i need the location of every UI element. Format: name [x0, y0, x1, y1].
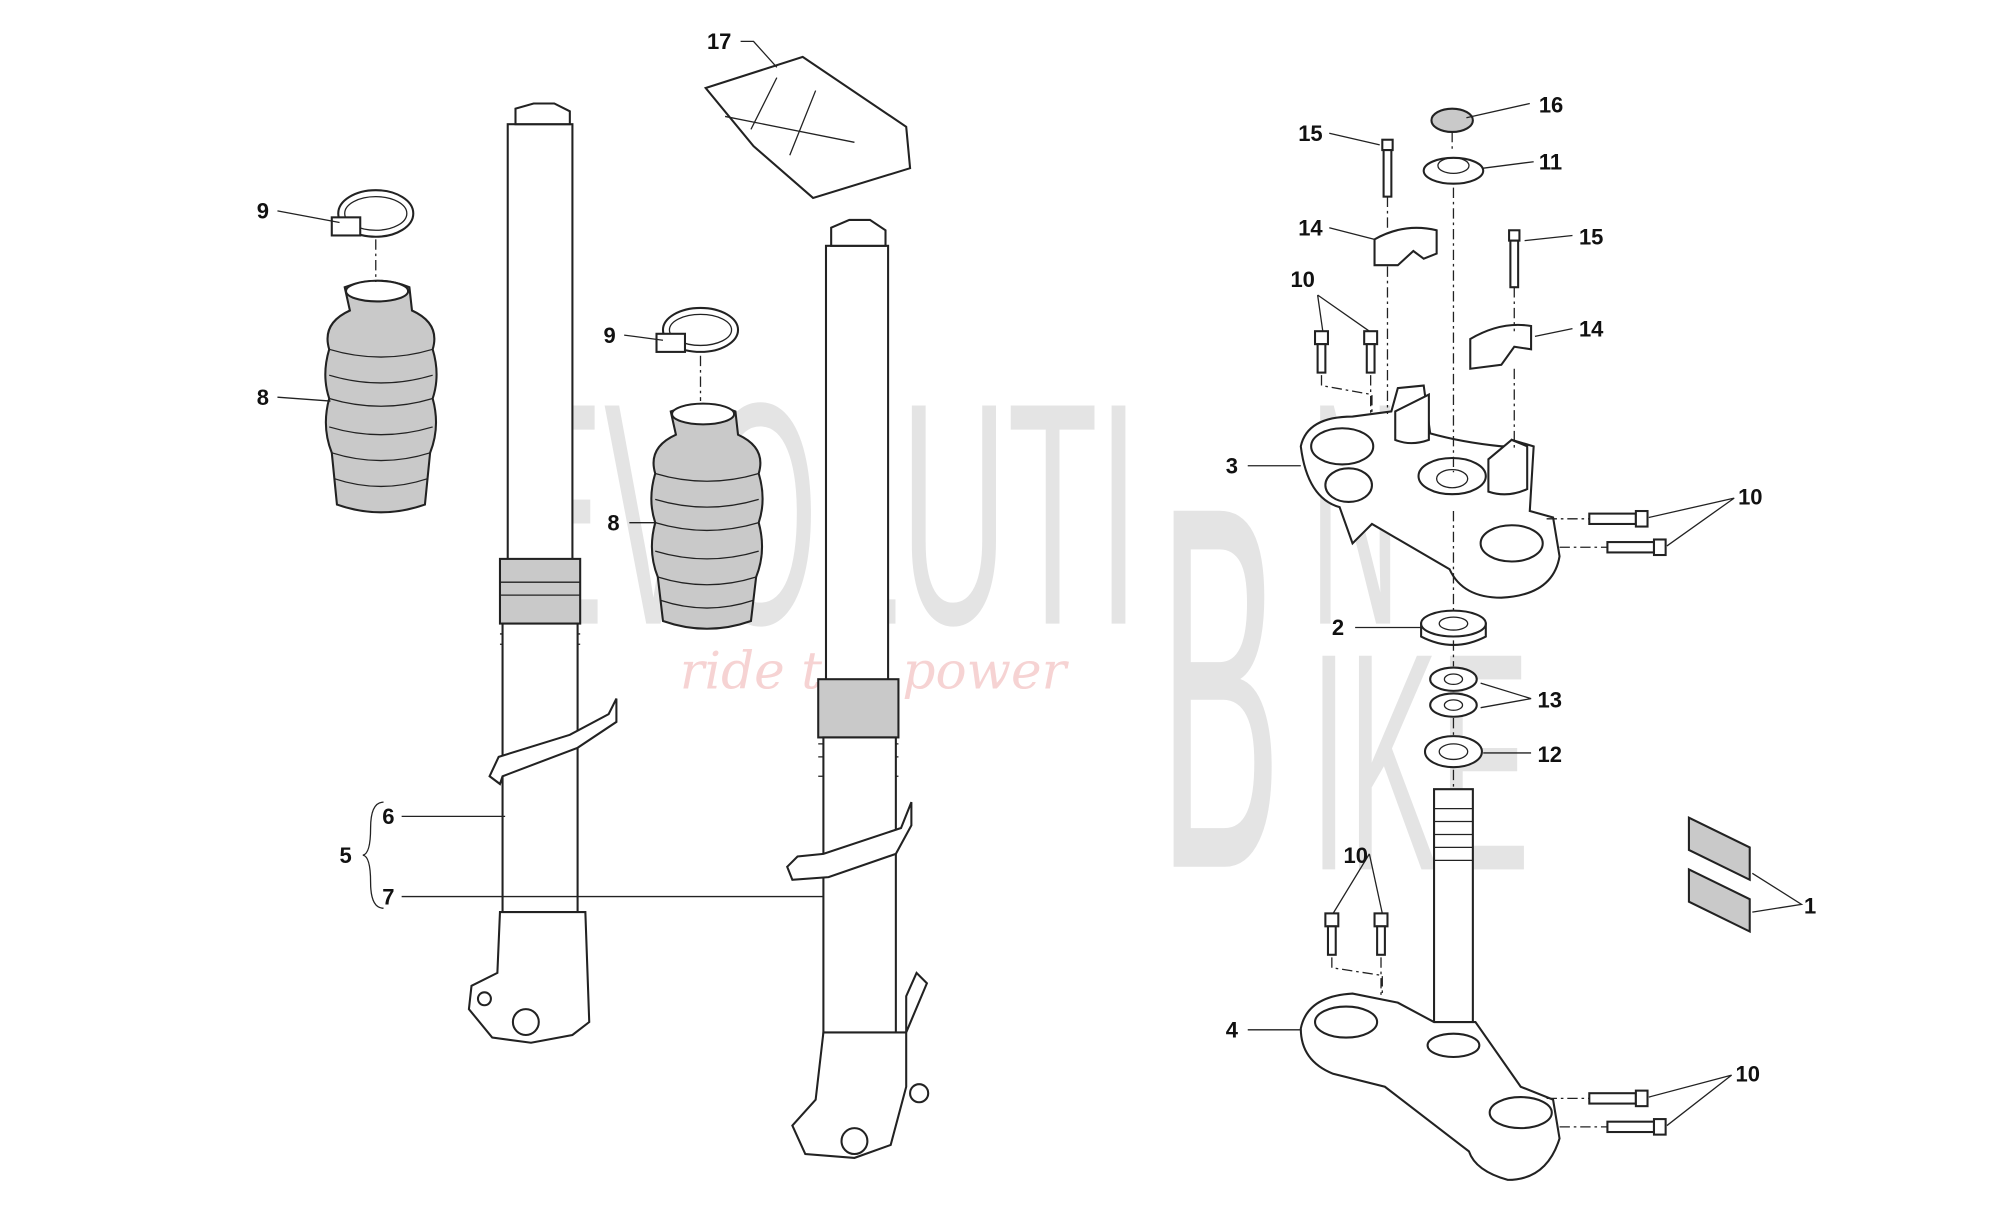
part-9-hose-clamp-left — [330, 189, 415, 238]
callout-14-right: 14 — [1579, 316, 1604, 341]
callout-12: 12 — [1538, 742, 1562, 767]
callout-17: 17 — [707, 29, 731, 54]
callout-16: 16 — [1539, 93, 1563, 118]
callout-10-top-left: 10 — [1290, 267, 1314, 292]
callout-5: 5 — [340, 843, 352, 868]
part-left-fork-leg — [467, 102, 618, 1044]
part-4-lower-triple-clamp-with-stem — [1299, 788, 1561, 1181]
callout-10-bottom-right: 10 — [1735, 1062, 1759, 1087]
part-9-hose-clamp-right — [655, 306, 740, 353]
part-16-cap — [1430, 107, 1474, 133]
callout-labels: 17 9 8 9 8 6 5 7 15 16 11 14 15 10 14 3 … — [257, 29, 1817, 1086]
part-3-upper-triple-clamp — [1299, 384, 1561, 599]
callout-10-top-right: 10 — [1738, 485, 1762, 510]
assembly-lines — [1320, 131, 1608, 1128]
callout-13: 13 — [1538, 688, 1562, 713]
callout-6: 6 — [382, 804, 394, 829]
callout-10-bottom-left: 10 — [1343, 843, 1367, 868]
part-11-nut — [1422, 156, 1485, 185]
callout-2: 2 — [1332, 615, 1344, 640]
part-15-bolts — [1381, 138, 1521, 289]
callout-7: 7 — [382, 884, 394, 909]
watermark-ike: IKE — [1310, 588, 1530, 935]
leader-lines — [277, 40, 1804, 1127]
callout-4: 4 — [1226, 1018, 1239, 1043]
part-12-bearing — [1423, 735, 1483, 769]
part-14-clamp-caps — [1373, 226, 1533, 370]
callout-9-left: 9 — [257, 199, 269, 224]
callout-8-right: 8 — [607, 510, 619, 535]
part-13-washers — [1429, 666, 1478, 718]
part-17-protective-bag — [703, 55, 912, 200]
watermark-b: B — [1158, 399, 1281, 977]
callout-14-left: 14 — [1298, 215, 1323, 240]
callout-9-right: 9 — [603, 323, 615, 348]
callout-11: 11 — [1539, 149, 1562, 174]
part-8-fork-boot-left — [324, 279, 438, 514]
callout-15-right: 15 — [1579, 225, 1603, 250]
part-right-fork-leg — [785, 218, 930, 1159]
callout-1: 1 — [1804, 893, 1816, 918]
part-1-reflectors — [1687, 815, 1751, 934]
watermark-evoluti: EVOLUTI — [505, 338, 1139, 692]
part-8-fork-boot-right — [650, 402, 764, 630]
callout-8-left: 8 — [257, 385, 269, 410]
callout-15-left: 15 — [1298, 121, 1322, 146]
part-2-adjuster-ring — [1420, 609, 1487, 646]
callout-3: 3 — [1226, 454, 1238, 479]
